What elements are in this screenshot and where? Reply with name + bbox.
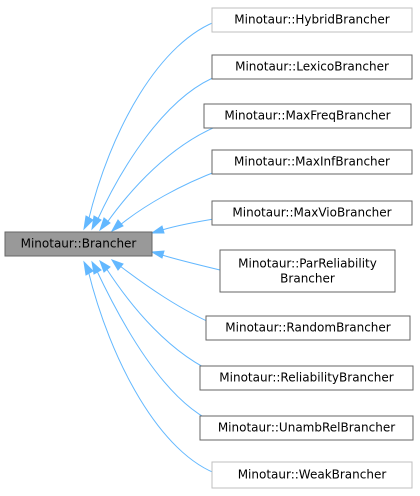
derived-class-label: Minotaur::RandomBrancher: [225, 321, 391, 335]
derived-class-label: Minotaur::HybridBrancher: [234, 13, 389, 27]
derived-class-node-maxinf[interactable]: Minotaur::MaxInfBrancher: [211, 149, 413, 175]
derived-class-node-random[interactable]: Minotaur::RandomBrancher: [205, 315, 411, 341]
derived-class-node-hybrid[interactable]: Minotaur::HybridBrancher: [211, 7, 413, 33]
derived-class-label: Minotaur::MaxFreqBrancher: [224, 109, 390, 123]
inheritance-arrow-maxfreq: [99, 124, 221, 232]
inheritance-arrow-maxvio: [150, 217, 221, 234]
inheritance-arrow-hybrid: [83, 19, 221, 231]
derived-class-label: Minotaur::ParReliability: [238, 257, 377, 271]
inheritance-arrow-parreliability: [150, 250, 221, 271]
base-class-label: Minotaur::Brancher: [21, 237, 137, 251]
inheritance-arrow-lexico: [91, 74, 221, 231]
inheritance-arrow-maxinf: [110, 169, 221, 233]
derived-class-node-unambrel[interactable]: Minotaur::UnambRelBrancher: [199, 415, 414, 441]
derived-class-label: Minotaur::WeakBrancher: [238, 468, 387, 482]
derived-class-label: Minotaur::LexicoBrancher: [235, 60, 389, 74]
derived-class-label: Minotaur::UnambRelBrancher: [218, 421, 395, 435]
inheritance-arrow-weak: [83, 260, 221, 476]
derived-class-node-weak[interactable]: Minotaur::WeakBrancher: [211, 461, 413, 489]
inheritance-arrow-random: [110, 259, 221, 328]
derived-class-node-lexico[interactable]: Minotaur::LexicoBrancher: [211, 54, 413, 80]
inheritance-arrow-unambrel: [91, 260, 221, 426]
derived-class-label: Minotaur::MaxVioBrancher: [232, 206, 391, 220]
derived-class-node-maxvio[interactable]: Minotaur::MaxVioBrancher: [211, 200, 413, 226]
derived-class-label: Minotaur::MaxInfBrancher: [234, 155, 390, 169]
derived-class-node-parreliability[interactable]: Minotaur::ParReliability Brancher: [219, 249, 396, 293]
derived-class-label-line2: Brancher: [280, 272, 335, 286]
derived-class-label: Minotaur::ReliabilityBrancher: [219, 371, 393, 385]
derived-class-node-reliability[interactable]: Minotaur::ReliabilityBrancher: [199, 365, 414, 391]
derived-class-node-maxfreq[interactable]: Minotaur::MaxFreqBrancher: [203, 103, 412, 129]
base-class-node[interactable]: Minotaur::Brancher: [4, 231, 153, 257]
